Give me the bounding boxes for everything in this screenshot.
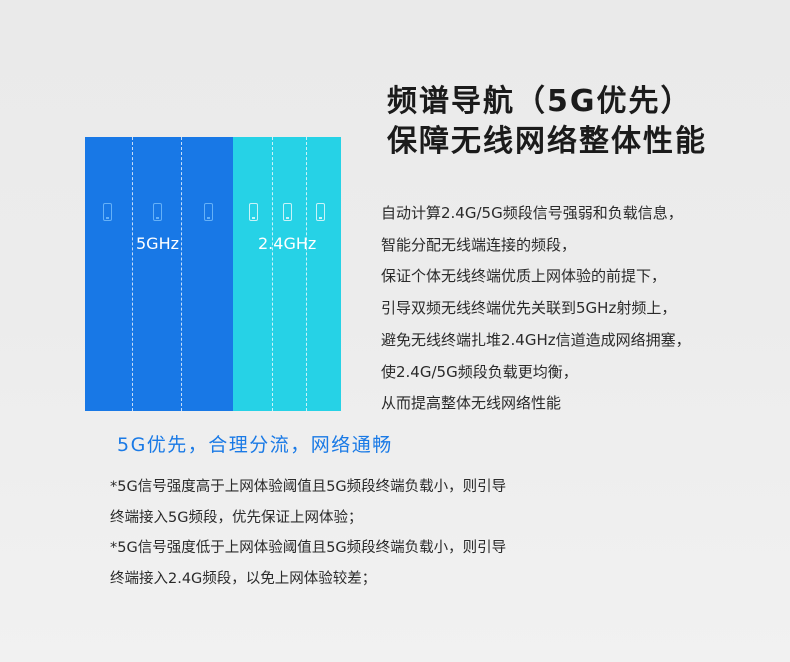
- description-line: 避免无线终端扎堆2.4GHz信道造成网络拥塞，: [381, 330, 691, 349]
- description-line: 自动计算2.4G/5G频段信号强弱和负载信息，: [381, 204, 683, 222]
- note-line: *5G信号强度高于上网体验阈值且5G频段终端负载小，则引导: [110, 479, 507, 495]
- title-line-2: 保障无线网络整体性能: [387, 124, 707, 159]
- lane-divider: [272, 137, 273, 411]
- phone-icon: [103, 203, 112, 221]
- phone-icon: [153, 203, 162, 221]
- band-diagram: 5GHz 2.4GHz: [85, 137, 341, 411]
- description-line: 使2.4G/5G频段负载更均衡，: [381, 362, 578, 381]
- lane-divider: [132, 137, 133, 411]
- feature-description: 自动计算2.4G/5G频段信号强弱和负载信息， 智能分配无线端连接的频段， 保证…: [381, 198, 691, 420]
- subheading: 5G优先，合理分流，网络通畅: [117, 434, 393, 456]
- band-label-24ghz: 2.4GHz: [258, 234, 317, 253]
- note-line: *5G信号强度低于上网体验阈值且5G频段终端负载小，则引导: [110, 540, 507, 556]
- notes: *5G信号强度高于上网体验阈值且5G频段终端负载小，则引导 终端接入5G频段，优…: [110, 472, 506, 594]
- note-line: 终端接入2.4G频段，以免上网体验较差；: [110, 570, 377, 587]
- description-line: 引导双频无线终端优先关联到5GHz射频上，: [381, 299, 677, 318]
- phone-icon: [249, 203, 258, 221]
- description-line: 智能分配无线端连接的频段，: [381, 235, 577, 254]
- phone-icon: [283, 203, 292, 221]
- description-line: 从而提高整体无线网络性能: [381, 394, 562, 413]
- band-5ghz: [85, 137, 233, 411]
- note-line: 终端接入5G频段，优先保证上网体验；: [110, 509, 363, 526]
- title-line-1: 频谱导航（5G优先）: [387, 84, 693, 119]
- phone-icon: [316, 203, 325, 221]
- lane-divider: [181, 137, 182, 411]
- lane-divider: [306, 137, 307, 411]
- phone-icon: [204, 203, 213, 221]
- description-line: 保证个体无线终端优质上网体验的前提下，: [381, 267, 667, 286]
- band-24ghz: [233, 137, 341, 411]
- band-label-5ghz: 5GHz: [136, 234, 180, 253]
